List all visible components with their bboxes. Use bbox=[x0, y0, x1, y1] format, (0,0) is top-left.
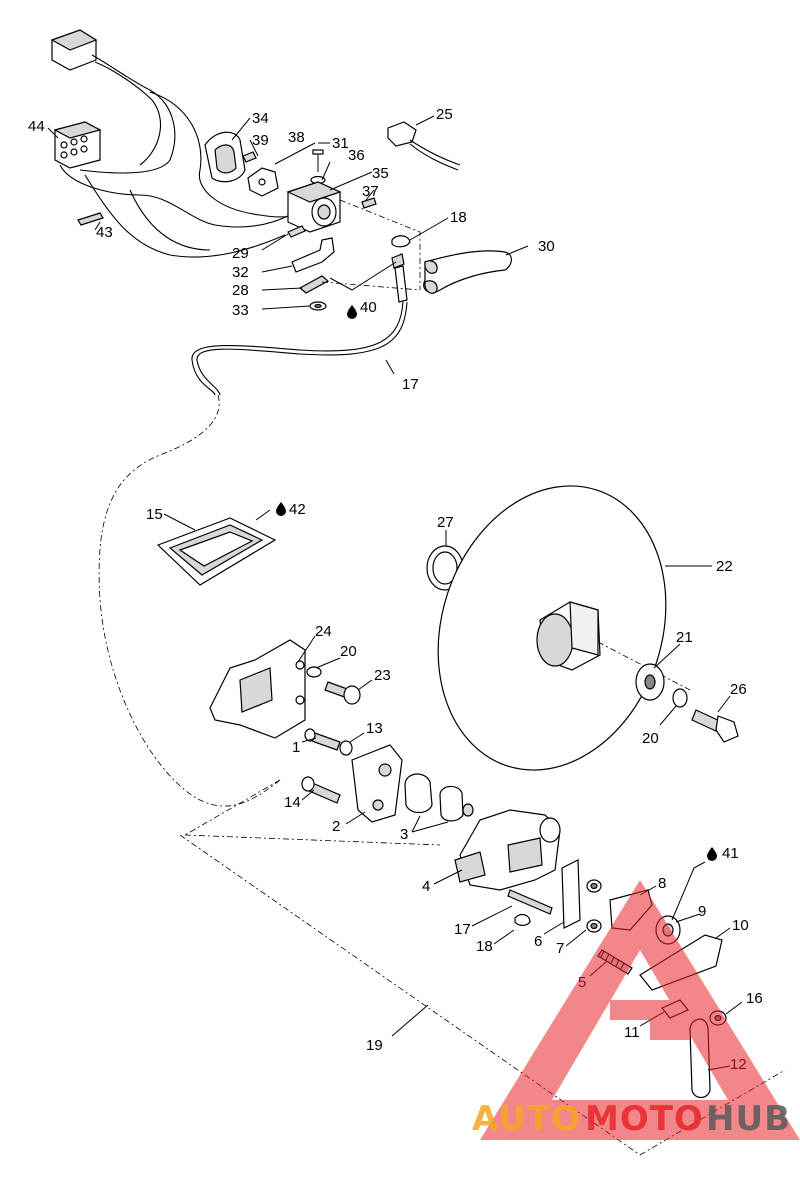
callout-2: 2 bbox=[332, 818, 340, 835]
watermark-logo bbox=[480, 880, 800, 1140]
callout-14: 14 bbox=[284, 794, 301, 811]
callout-18-lower: 18 bbox=[476, 938, 493, 955]
callout-31: 31 bbox=[332, 135, 349, 152]
watermark-wordmark: AUTO MOTO HUB bbox=[472, 1099, 791, 1139]
gasket-15 bbox=[156, 517, 277, 586]
callout-20-top: 20 bbox=[340, 643, 357, 660]
switch-35 bbox=[286, 181, 342, 233]
nut-33 bbox=[309, 301, 327, 311]
watermark-auto: AUTO bbox=[472, 1099, 581, 1139]
plate-6 bbox=[561, 859, 581, 929]
callout-4: 4 bbox=[422, 878, 430, 895]
callout-44: 44 bbox=[28, 118, 45, 135]
wiring-harness bbox=[50, 29, 301, 258]
screw-39 bbox=[242, 151, 257, 163]
callout-23: 23 bbox=[374, 667, 391, 684]
callout-38: 38 bbox=[288, 129, 305, 146]
callout-8: 8 bbox=[658, 875, 666, 892]
callout-19: 19 bbox=[366, 1037, 383, 1054]
callout-29: 29 bbox=[232, 245, 249, 262]
callout-25: 25 bbox=[436, 106, 453, 123]
callout-13: 13 bbox=[366, 720, 383, 737]
lubricant-drop-icon-40 bbox=[347, 305, 357, 319]
bolt-14 bbox=[301, 776, 341, 804]
callout-33: 33 bbox=[232, 302, 249, 319]
callout-22: 22 bbox=[716, 558, 733, 575]
callout-6: 6 bbox=[534, 933, 542, 950]
callout-28: 28 bbox=[232, 282, 249, 299]
callout-41: 41 bbox=[722, 845, 739, 862]
caliper-body-4 bbox=[454, 809, 561, 891]
watermark-moto: MOTO bbox=[585, 1099, 704, 1139]
watermark-triangle-icon bbox=[480, 880, 800, 1140]
callout-21: 21 bbox=[676, 629, 693, 646]
callout-9: 9 bbox=[698, 903, 706, 920]
caliper-2 bbox=[351, 744, 403, 823]
screw-31 bbox=[312, 149, 324, 172]
callout-15: 15 bbox=[146, 506, 163, 523]
callout-11: 11 bbox=[624, 1024, 640, 1041]
callout-40: 40 bbox=[360, 299, 377, 316]
callout-3: 3 bbox=[400, 826, 408, 843]
callout-34: 34 bbox=[252, 110, 269, 127]
callout-20-right: 20 bbox=[642, 730, 659, 747]
pads-3 bbox=[404, 773, 474, 822]
callout-35: 35 bbox=[372, 165, 389, 182]
washer-21 bbox=[635, 663, 665, 701]
callout-labels: 44 43 34 39 38 31 36 35 37 25 18 30 29 3… bbox=[28, 106, 763, 1073]
callout-1: 1 bbox=[292, 739, 300, 756]
terminal-43 bbox=[77, 212, 104, 226]
clip-18-top bbox=[391, 235, 411, 248]
bracket-24 bbox=[209, 639, 306, 739]
sensor-25 bbox=[387, 121, 461, 171]
lubricant-drop-icon-42 bbox=[276, 502, 286, 516]
callout-27: 27 bbox=[437, 514, 454, 531]
setscrew-37 bbox=[361, 197, 377, 209]
bolt-23 bbox=[324, 681, 361, 705]
washer-20-left bbox=[306, 666, 322, 678]
pin-17-lower bbox=[507, 889, 553, 915]
callout-24: 24 bbox=[315, 623, 332, 640]
watermark-hub: HUB bbox=[706, 1099, 791, 1139]
callout-17-top: 17 bbox=[402, 376, 419, 393]
lubricant-drop-icon-41 bbox=[707, 847, 717, 861]
lever-32 bbox=[291, 237, 335, 273]
callout-7: 7 bbox=[556, 940, 564, 957]
washer-13 bbox=[339, 740, 353, 756]
bolt-26 bbox=[691, 709, 739, 743]
callout-10: 10 bbox=[732, 917, 749, 934]
callout-43: 43 bbox=[96, 224, 113, 241]
connector-44 bbox=[53, 121, 102, 169]
bracket-28 bbox=[298, 275, 330, 294]
callout-26: 26 bbox=[730, 681, 747, 698]
callout-36: 36 bbox=[348, 147, 365, 164]
nuts-7 bbox=[586, 879, 602, 933]
callout-32: 32 bbox=[232, 264, 249, 281]
callout-17-lower: 17 bbox=[454, 921, 471, 938]
pin-29 bbox=[287, 225, 306, 238]
callout-37: 37 bbox=[362, 183, 379, 200]
cable-17 bbox=[191, 253, 408, 396]
dashed-outline-19 bbox=[98, 394, 281, 807]
callout-30: 30 bbox=[538, 238, 555, 255]
lever-30 bbox=[423, 250, 512, 294]
callout-18-top: 18 bbox=[450, 209, 467, 226]
callout-39: 39 bbox=[252, 132, 269, 149]
callout-42: 42 bbox=[289, 501, 306, 518]
boot-34 bbox=[204, 131, 246, 183]
washer-20-right bbox=[672, 688, 688, 708]
callout-16: 16 bbox=[746, 990, 763, 1007]
disc-22 bbox=[437, 485, 667, 771]
clip-18-lower bbox=[514, 913, 531, 926]
